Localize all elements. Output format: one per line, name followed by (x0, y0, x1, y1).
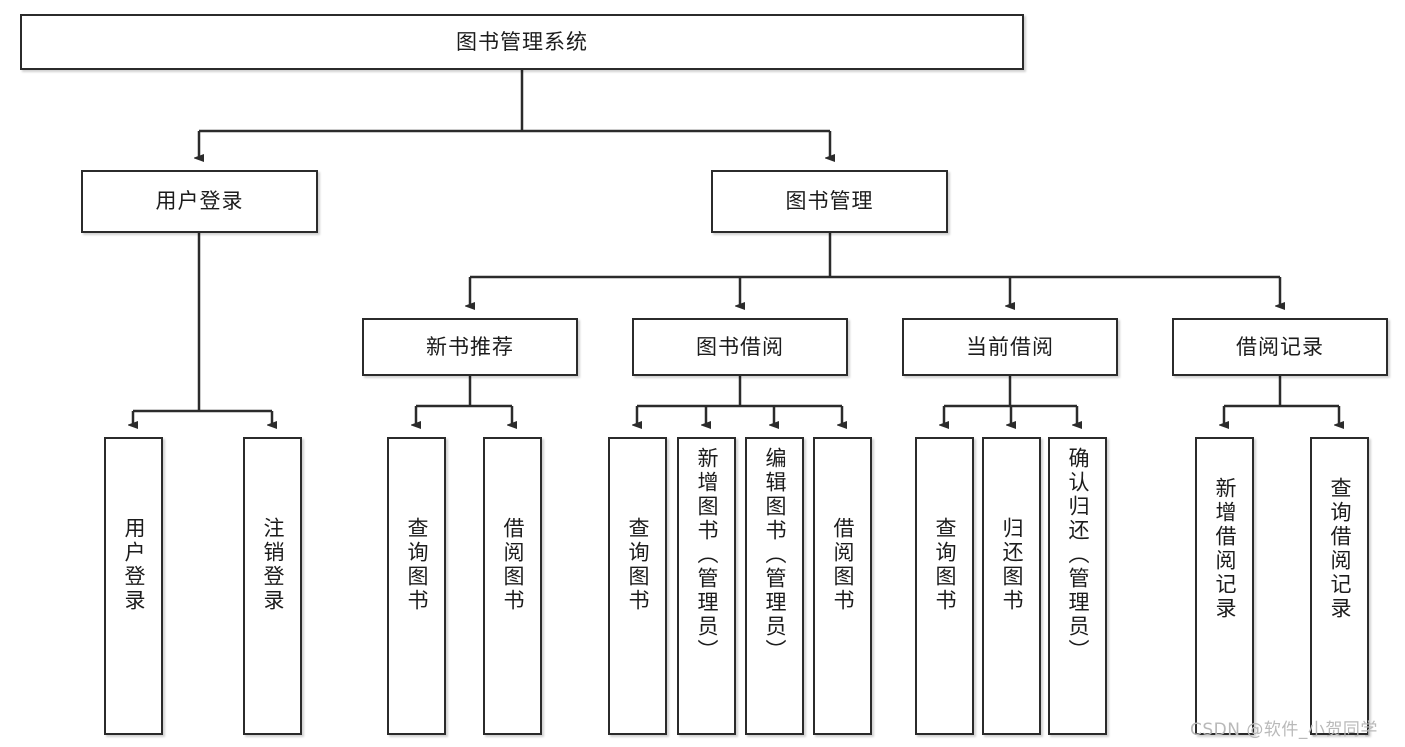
leaf-currentborrow-return-book[interactable]: 归还图书 (982, 437, 1041, 735)
leaf-currentborrow-query-book[interactable]: 查询图书 (915, 437, 974, 735)
node-label: 新增图书（管理员） (695, 447, 719, 663)
node-label: 用户登录 (122, 517, 146, 613)
node-label: 注销登录 (261, 517, 285, 613)
node-label: 归还图书 (1000, 517, 1024, 613)
node-book-management[interactable]: 图书管理 (711, 170, 948, 233)
node-label: 编辑图书（管理员） (763, 447, 787, 663)
node-label: 当前借阅 (966, 334, 1054, 359)
node-label: 图书管理系统 (456, 29, 588, 54)
leaf-bookborrow-borrow-book[interactable]: 借阅图书 (813, 437, 872, 735)
node-label: 借阅记录 (1236, 334, 1324, 359)
node-label: 借阅图书 (501, 517, 525, 613)
node-current-borrow[interactable]: 当前借阅 (902, 318, 1118, 376)
node-label: 查询图书 (933, 517, 957, 613)
node-borrow-record[interactable]: 借阅记录 (1172, 318, 1388, 376)
node-label: 借阅图书 (831, 517, 855, 613)
node-label: 图书借阅 (696, 334, 784, 359)
leaf-bookborrow-add-book-admin[interactable]: 新增图书（管理员） (677, 437, 736, 735)
csdn-watermark: CSDN @软件_小贺同学 (1190, 720, 1378, 740)
leaf-borrowrecord-query-record[interactable]: 查询借阅记录 (1310, 437, 1369, 735)
node-label: 新书推荐 (426, 334, 514, 359)
node-label: 查询图书 (405, 517, 429, 613)
node-label: 确认归还（管理员） (1066, 447, 1090, 663)
leaf-borrowrecord-add-record[interactable]: 新增借阅记录 (1195, 437, 1254, 735)
node-new-book-recommend[interactable]: 新书推荐 (362, 318, 578, 376)
node-label: 图书管理 (785, 189, 874, 214)
leaf-user-login[interactable]: 用户登录 (104, 437, 163, 735)
leaf-bookborrow-query-book[interactable]: 查询图书 (608, 437, 667, 735)
leaf-bookborrow-edit-book-admin[interactable]: 编辑图书（管理员） (745, 437, 804, 735)
node-label: 查询图书 (626, 517, 650, 613)
node-label: 查询借阅记录 (1328, 477, 1352, 621)
node-label: 用户登录 (155, 189, 244, 214)
leaf-currentborrow-confirm-return-admin[interactable]: 确认归还（管理员） (1048, 437, 1107, 735)
leaf-logout[interactable]: 注销登录 (243, 437, 302, 735)
node-book-borrow[interactable]: 图书借阅 (632, 318, 848, 376)
leaf-newbook-borrow-book[interactable]: 借阅图书 (483, 437, 542, 735)
node-root-book-management-system[interactable]: 图书管理系统 (20, 14, 1024, 70)
node-label: 新增借阅记录 (1213, 477, 1237, 621)
leaf-newbook-query-book[interactable]: 查询图书 (387, 437, 446, 735)
node-user-login[interactable]: 用户登录 (81, 170, 318, 233)
